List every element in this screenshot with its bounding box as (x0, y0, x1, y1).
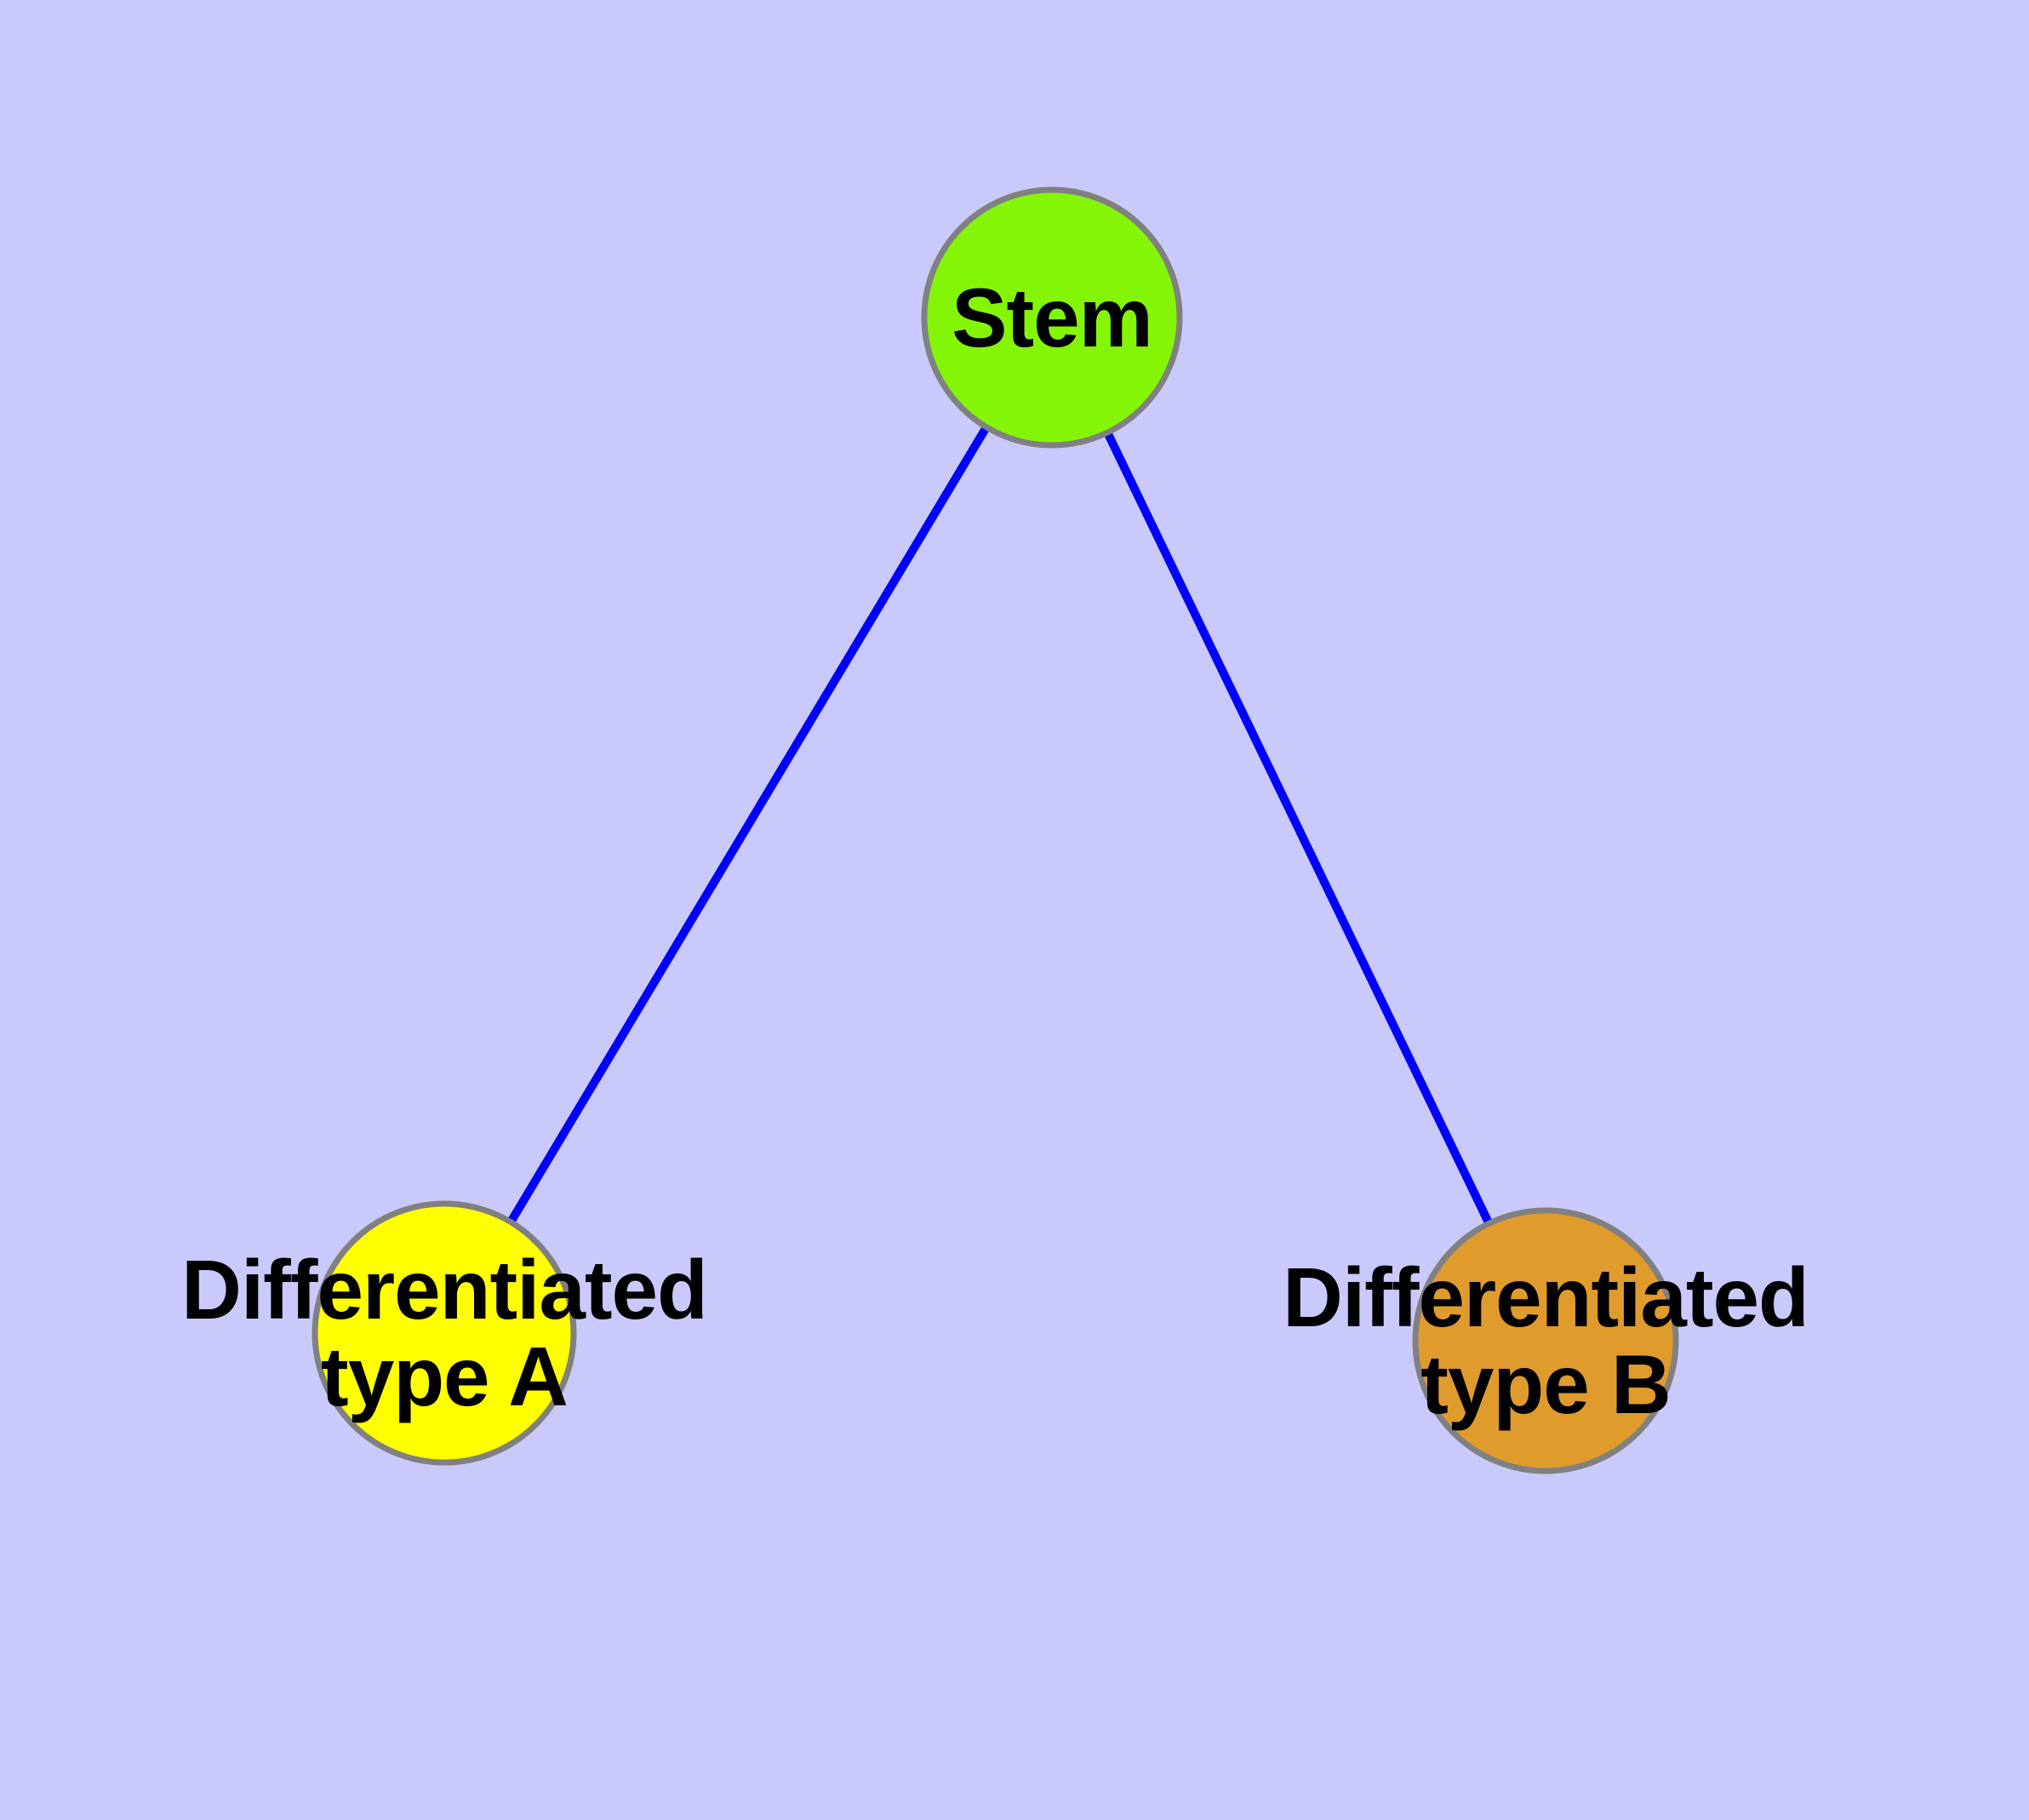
edge-stem-to-diff_a[interactable] (440, 315, 1056, 1336)
node-stem[interactable] (921, 186, 1183, 449)
node-diff_b[interactable] (1412, 1207, 1679, 1474)
edges-layer (440, 315, 1550, 1343)
node-diff_a[interactable] (311, 1200, 577, 1466)
nodes-layer (311, 186, 1679, 1474)
edge-stem-to-diff_b[interactable] (1048, 315, 1550, 1343)
